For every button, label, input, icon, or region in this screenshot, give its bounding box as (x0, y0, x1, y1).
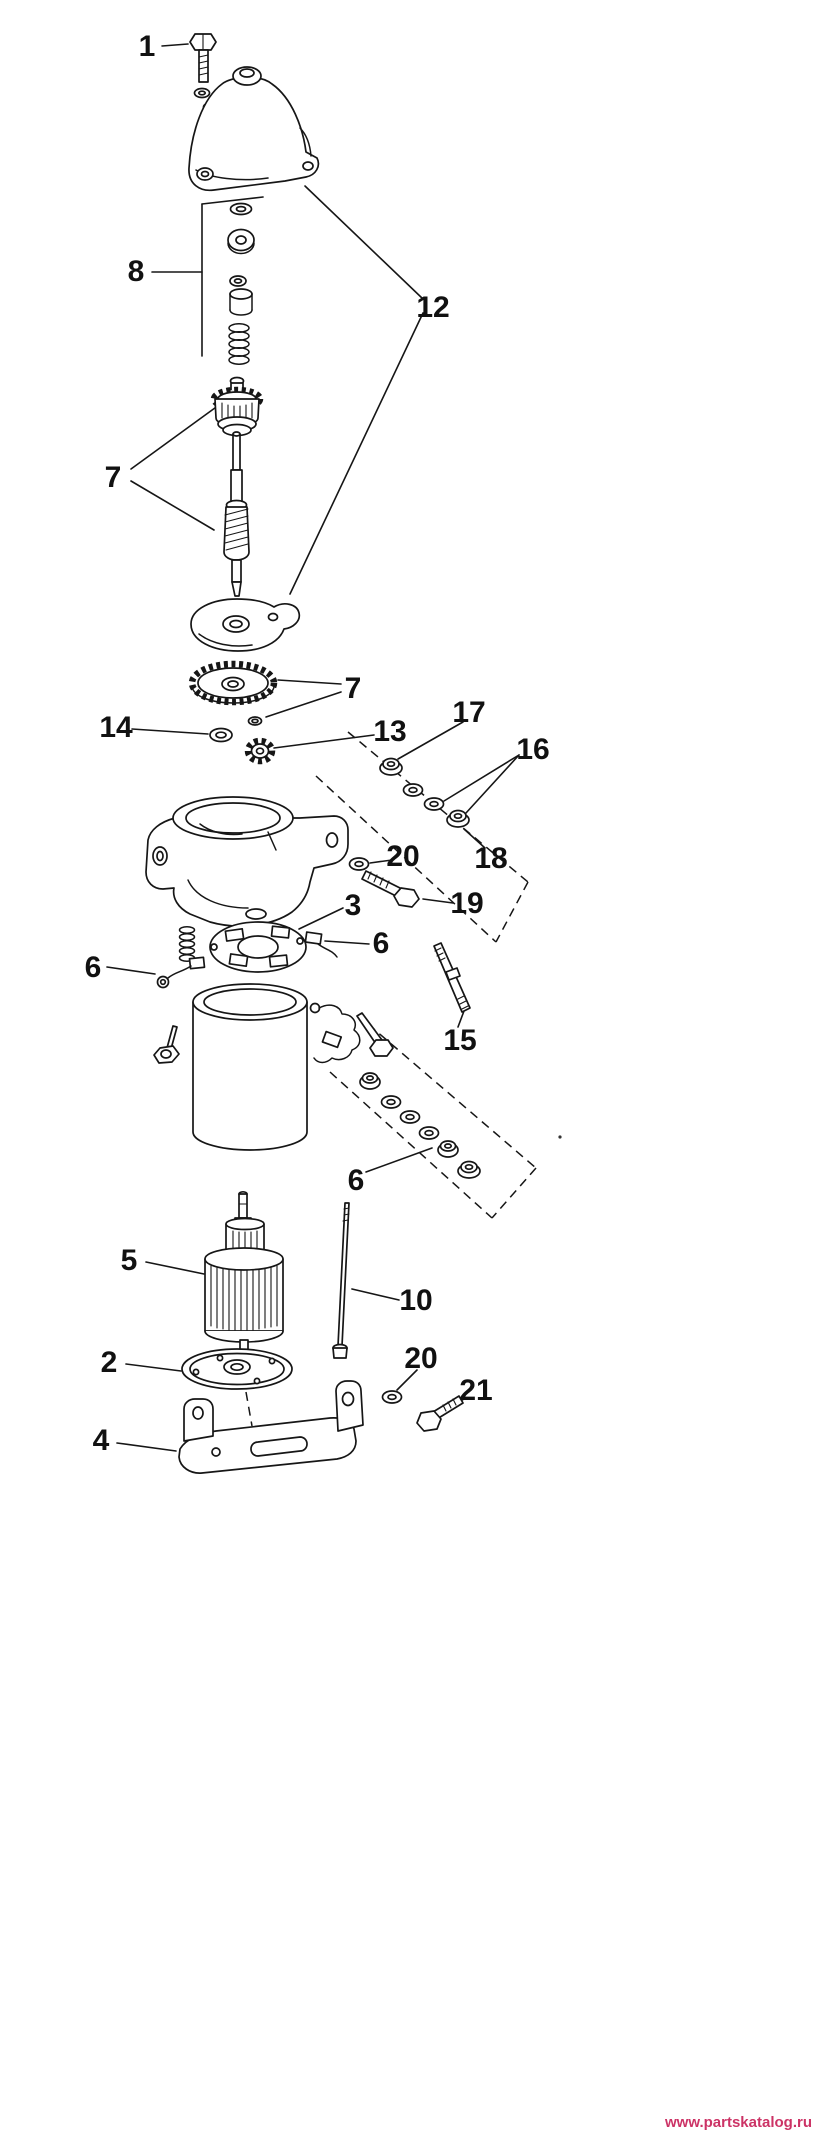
callout-16: 16 (516, 733, 549, 766)
brush-left (156, 956, 206, 989)
brush-right (304, 931, 338, 958)
through-bolt-10 (332, 1202, 350, 1359)
washer-20-lower (381, 1390, 403, 1404)
stud-15 (433, 942, 471, 1013)
brush-spring (178, 926, 196, 962)
callout-13: 13 (373, 715, 406, 748)
callout-21: 21 (459, 1374, 492, 1407)
watermark-url: www.partskatalog.ru (664, 2114, 812, 2131)
frame-cylinder (192, 983, 308, 1151)
screw-small-left (153, 1025, 180, 1064)
nut-17 (379, 757, 403, 776)
hardware-set-lower (359, 1072, 481, 1179)
callout-8: 8 (128, 255, 145, 288)
end-cap (188, 66, 320, 192)
callout-12: 12 (416, 291, 449, 324)
brush-plate-3 (209, 921, 307, 973)
callout-19: 19 (450, 887, 483, 920)
end-plate-2 (181, 1348, 293, 1390)
callout-1: 1 (139, 30, 156, 63)
armature-5 (204, 1190, 284, 1356)
callout-6-right: 6 (373, 927, 390, 960)
screw-small-right (356, 1012, 394, 1057)
mounting-bracket-4 (178, 1380, 364, 1474)
nut-18 (446, 809, 470, 828)
callout-6-lower: 6 (348, 1164, 365, 1197)
pinion-gear-13 (244, 737, 276, 765)
washer-20-upper (348, 857, 370, 871)
callout-3: 3 (345, 889, 362, 922)
callout-15: 15 (443, 1024, 476, 1057)
callout-labels: 1 8 12 7 7 14 13 17 16 20 18 19 3 6 6 15… (85, 30, 550, 1457)
callout-6-left: 6 (85, 951, 102, 984)
ink-speck (558, 1135, 562, 1139)
callout-4: 4 (93, 1424, 110, 1457)
drive-shaft (223, 431, 250, 597)
bolt-19 (361, 870, 420, 908)
washer-16a (402, 783, 424, 797)
callout-2: 2 (101, 1346, 118, 1379)
callout-7-left: 7 (105, 461, 122, 494)
callout-20-upper: 20 (386, 840, 419, 873)
retainer-ring (247, 716, 263, 726)
bolt-1 (189, 33, 217, 83)
callout-7-right: 7 (345, 672, 362, 705)
field-lead-wire (309, 1002, 361, 1064)
callout-14: 14 (99, 711, 133, 744)
gear-housing (145, 796, 349, 927)
assembly-dashed-lines (245, 731, 537, 1427)
leader-lines (106, 43, 520, 1452)
washer-16b (423, 797, 445, 811)
bolt-21 (416, 1395, 464, 1432)
thrust-washer-14 (209, 727, 233, 743)
pinion-stop-stack (227, 202, 255, 365)
callout-10: 10 (399, 1284, 432, 1317)
drive-gear (188, 660, 278, 706)
callout-17: 17 (452, 696, 485, 729)
drive-pinion (210, 376, 264, 437)
shift-plate (190, 598, 301, 652)
callout-20-lower: 20 (404, 1342, 437, 1375)
callout-18: 18 (474, 842, 507, 875)
callout-5: 5 (121, 1244, 138, 1277)
